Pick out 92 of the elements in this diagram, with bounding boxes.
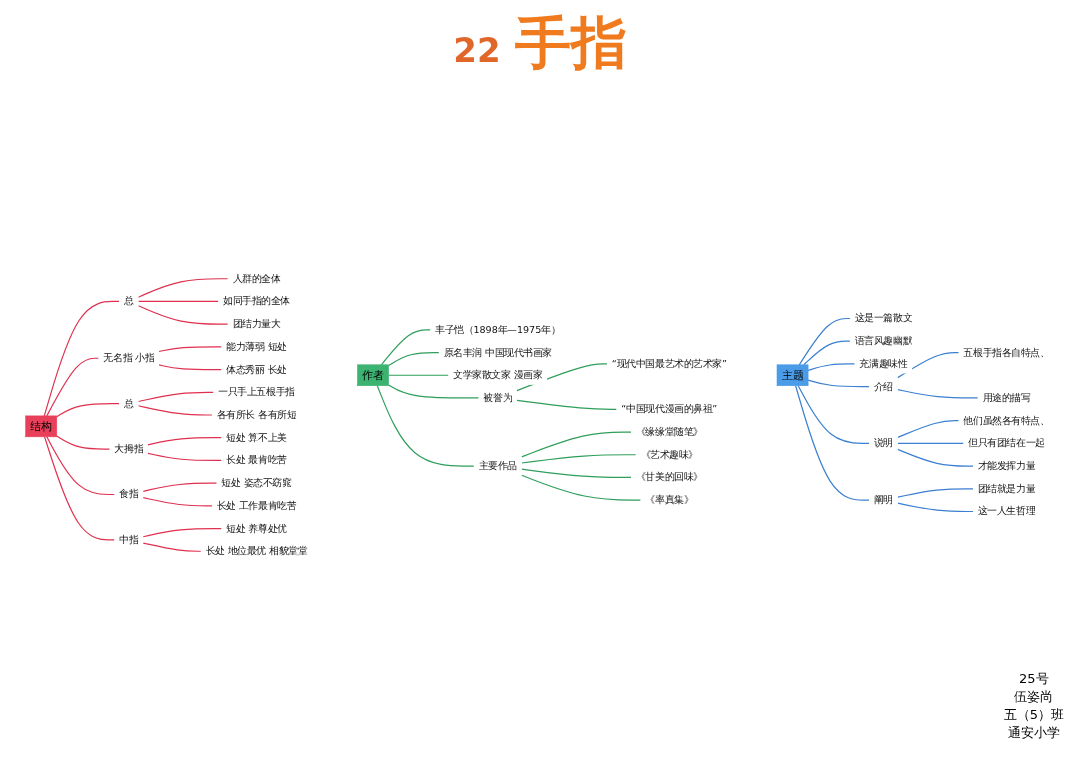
node-text: 说明 bbox=[873, 437, 893, 449]
node-text: 这一人生哲理 bbox=[977, 505, 1036, 517]
node-text: 食指 bbox=[119, 488, 139, 500]
node-box: 主题 bbox=[776, 364, 809, 387]
node-text: 长处 最肯吃苦 bbox=[226, 454, 287, 466]
connector bbox=[142, 542, 202, 552]
node-text: 体态秀丽 长处 bbox=[226, 363, 287, 375]
node-text: “中国现代漫画的鼻祖” bbox=[621, 403, 718, 415]
connector bbox=[897, 442, 965, 444]
node-text: 中指 bbox=[119, 533, 139, 546]
node-text: 阐明 bbox=[873, 494, 893, 506]
node-text: 一只手上五根手指 bbox=[218, 386, 295, 398]
node-text: 用途的描写 bbox=[982, 391, 1031, 404]
connector bbox=[142, 497, 213, 507]
node-text: 语言风趣幽默 bbox=[854, 335, 913, 347]
connector bbox=[142, 482, 218, 492]
connector bbox=[44, 436, 116, 541]
node-text: 能力薄弱 短处 bbox=[226, 340, 287, 353]
connector bbox=[521, 454, 637, 464]
node-text: 团结力量大 bbox=[232, 318, 281, 330]
node-text: 长处 工作最肯吃苦 bbox=[216, 499, 297, 512]
connector bbox=[43, 300, 120, 417]
signature-note: 伍姿尚 bbox=[1013, 688, 1055, 706]
connector bbox=[388, 351, 440, 367]
connector bbox=[807, 379, 870, 388]
node-text: 《缘缘堂随笔》 bbox=[635, 426, 703, 438]
connector bbox=[897, 502, 974, 513]
node-text: 但只有团结在一起 bbox=[968, 437, 1045, 449]
connector bbox=[795, 385, 870, 501]
node-text: “现代中国最艺术的艺术家” bbox=[611, 357, 727, 370]
node-text: 他们虽然各有特点、 bbox=[963, 414, 1050, 427]
node-text: 如同手指的全体 bbox=[223, 295, 290, 307]
connector bbox=[147, 437, 223, 446]
lesson-number: 22 bbox=[453, 30, 501, 70]
node-text: 《艺术趣味》 bbox=[640, 448, 698, 461]
connector bbox=[516, 399, 618, 410]
connector bbox=[803, 340, 851, 366]
node-text: 各有所长 各有所短 bbox=[216, 409, 297, 421]
connector bbox=[376, 385, 475, 467]
connector bbox=[521, 468, 632, 479]
connector bbox=[147, 452, 223, 462]
connector bbox=[137, 278, 229, 298]
node-text: 团结就是力量 bbox=[977, 482, 1036, 495]
node-text: 长处 地位最优 相貌堂堂 bbox=[205, 545, 308, 557]
connector bbox=[158, 364, 223, 371]
connector bbox=[897, 488, 974, 498]
signature-note: 25号 bbox=[1018, 670, 1050, 688]
connector bbox=[142, 527, 223, 538]
node-text: 主要作品 bbox=[478, 460, 517, 472]
connector bbox=[797, 385, 870, 444]
node-text: 丰子恺（1898年—1975年） bbox=[435, 323, 561, 336]
node-text: 才能发挥力量 bbox=[977, 460, 1036, 472]
connector bbox=[380, 329, 432, 366]
node-text: 无名指 小指 bbox=[103, 352, 155, 364]
connector bbox=[807, 363, 856, 372]
node-text: 总 bbox=[124, 295, 134, 307]
node-text: 介绍 bbox=[873, 380, 893, 392]
connector bbox=[798, 317, 851, 366]
node-text: 《率真集》 bbox=[645, 494, 694, 506]
node-text: 短处 算不上美 bbox=[226, 431, 287, 444]
node-text: 大拇指 bbox=[114, 443, 144, 455]
node-box: 结构 bbox=[25, 415, 58, 438]
connector bbox=[897, 389, 979, 399]
node-box: 作者 bbox=[357, 364, 389, 387]
node-text: 短处 姿态不窈窕 bbox=[221, 477, 292, 489]
connector bbox=[137, 391, 215, 403]
connector bbox=[137, 305, 229, 325]
connector bbox=[56, 435, 111, 450]
node-text: 被誉为 bbox=[483, 391, 513, 404]
connector bbox=[897, 448, 974, 467]
connector bbox=[521, 431, 632, 458]
connector bbox=[521, 474, 642, 501]
node-text: 总 bbox=[124, 397, 134, 410]
node-text: 五根手指各自特点、 bbox=[963, 346, 1050, 358]
node-text: 原名丰润 中国现代书画家 bbox=[443, 346, 552, 358]
node-text: 这是一篇散文 bbox=[854, 312, 913, 324]
node-text: 人群的全体 bbox=[232, 272, 281, 285]
node-text: 短处 养尊处优 bbox=[226, 522, 287, 534]
connector bbox=[388, 374, 450, 376]
connector bbox=[897, 420, 960, 438]
connector bbox=[158, 346, 223, 353]
connector bbox=[56, 403, 120, 418]
node-text: 《甘美的回味》 bbox=[635, 471, 703, 483]
title: 手指 bbox=[514, 9, 627, 77]
signature-note: 五（5）班 bbox=[1003, 706, 1064, 724]
connector bbox=[137, 405, 213, 416]
connector bbox=[46, 436, 116, 496]
connector bbox=[388, 384, 480, 399]
connector bbox=[137, 300, 219, 303]
connector bbox=[897, 351, 960, 379]
connector bbox=[46, 357, 100, 417]
signature-note: 通安小学 bbox=[1006, 724, 1061, 742]
